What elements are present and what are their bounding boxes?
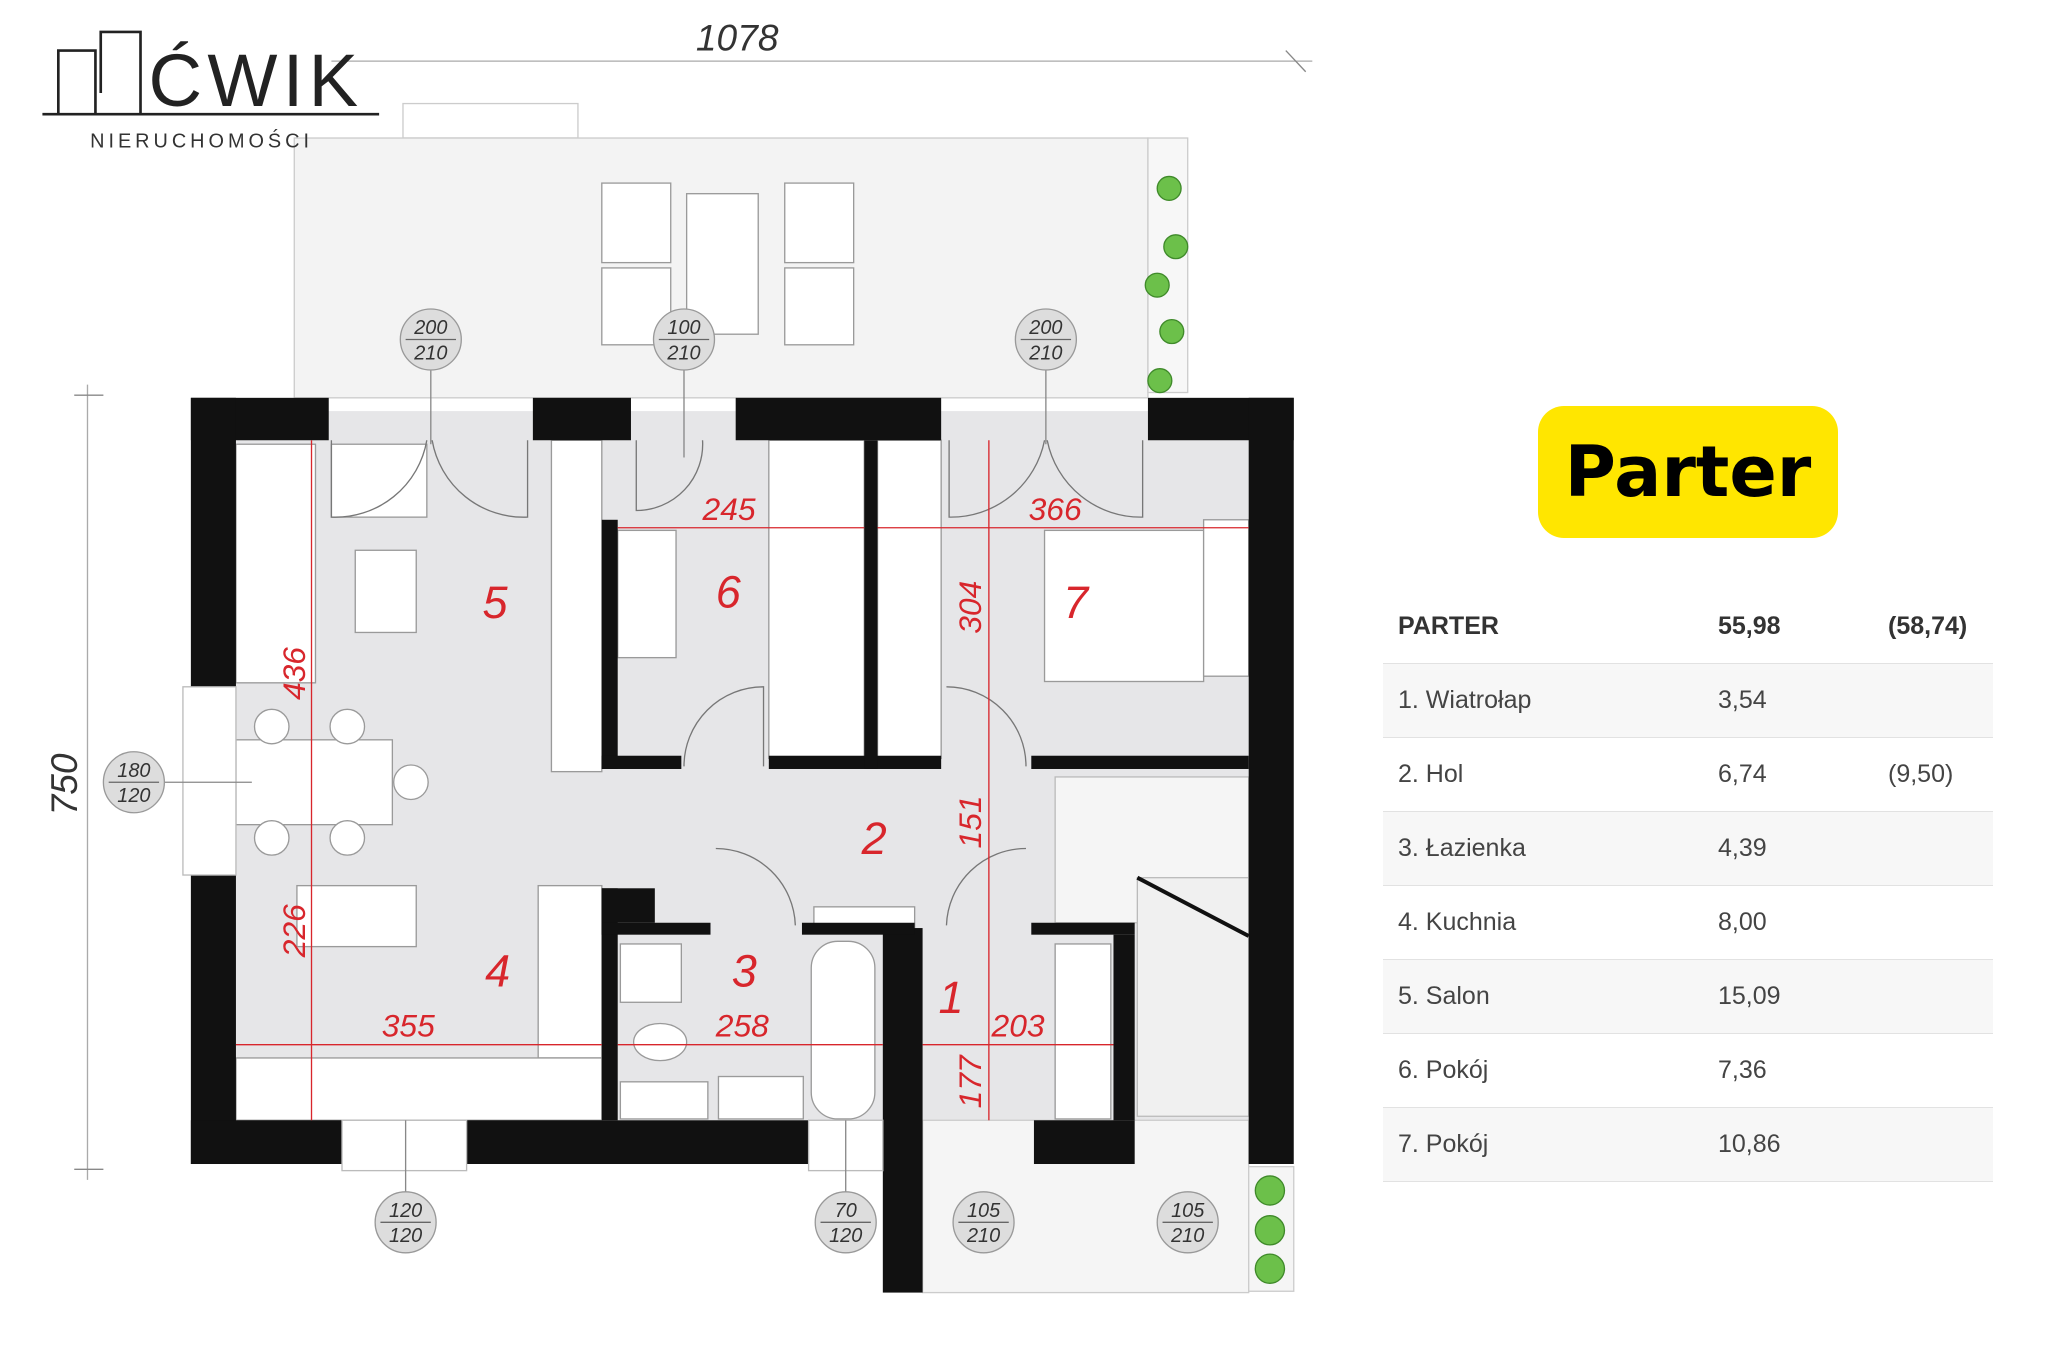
room-area: 7,36 bbox=[1703, 1033, 1873, 1108]
header-alt: (58,74) bbox=[1873, 590, 1993, 664]
svg-text:210: 210 bbox=[666, 342, 700, 364]
room-numbers: 1 2 3 4 5 6 7 bbox=[483, 566, 1091, 1023]
header-area: 55,98 bbox=[1703, 590, 1873, 664]
room-area-alt bbox=[1873, 811, 1993, 886]
dim-366: 366 bbox=[1029, 491, 1082, 527]
door-swings bbox=[330, 440, 1144, 926]
svg-text:70: 70 bbox=[835, 1200, 857, 1222]
dim-258: 258 bbox=[715, 1008, 769, 1044]
room-area: 15,09 bbox=[1703, 959, 1873, 1034]
dim-177: 177 bbox=[952, 1054, 988, 1108]
table-header-row: PARTER 55,98 (58,74) bbox=[1383, 590, 1993, 664]
room-3-label: 3 bbox=[732, 945, 757, 996]
room-area-alt bbox=[1873, 959, 1993, 1034]
room-name: 4. Kuchnia bbox=[1383, 885, 1703, 960]
room-area-alt bbox=[1873, 663, 1993, 738]
room-name: 2. Hol bbox=[1383, 737, 1703, 812]
svg-text:180: 180 bbox=[117, 760, 150, 782]
width-dimension: 1078 bbox=[696, 17, 779, 59]
room-6-label: 6 bbox=[716, 566, 742, 617]
room-name: 1. Wiatrołap bbox=[1383, 663, 1703, 738]
room-1-label: 1 bbox=[939, 972, 964, 1023]
room-area-alt bbox=[1873, 885, 1993, 960]
room-area-alt bbox=[1873, 1107, 1993, 1182]
logo-subtitle: NIERUCHOMOŚCI bbox=[90, 128, 313, 152]
room-area: 10,86 bbox=[1703, 1107, 1873, 1182]
svg-text:120: 120 bbox=[389, 1200, 422, 1222]
furniture bbox=[235, 439, 1250, 1121]
dim-436: 436 bbox=[276, 647, 312, 700]
dim-245: 245 bbox=[702, 491, 756, 527]
room-name: 6. Pokój bbox=[1383, 1033, 1703, 1108]
dim-226: 226 bbox=[276, 904, 312, 958]
dim-151: 151 bbox=[952, 795, 988, 848]
room-4-label: 4 bbox=[485, 945, 510, 996]
room-area: 8,00 bbox=[1703, 885, 1873, 960]
dimension-lines bbox=[235, 440, 1249, 1121]
room-name: 5. Salon bbox=[1383, 959, 1703, 1034]
room-area-alt bbox=[1873, 1033, 1993, 1108]
svg-text:210: 210 bbox=[1028, 342, 1062, 364]
svg-text:210: 210 bbox=[413, 342, 447, 364]
room-area: 4,39 bbox=[1703, 811, 1873, 886]
svg-text:100: 100 bbox=[667, 317, 700, 339]
room-area-alt: (9,50) bbox=[1873, 737, 1993, 812]
room-2-label: 2 bbox=[861, 813, 887, 864]
overall-dimensions: 1078 750 bbox=[43, 17, 1313, 1180]
svg-text:105: 105 bbox=[1171, 1200, 1205, 1222]
svg-text:200: 200 bbox=[1028, 317, 1062, 339]
svg-text:120: 120 bbox=[829, 1225, 862, 1247]
svg-text:120: 120 bbox=[117, 785, 150, 807]
room-7-label: 7 bbox=[1063, 577, 1090, 628]
dim-355: 355 bbox=[382, 1008, 435, 1044]
header-name: PARTER bbox=[1383, 590, 1703, 664]
room-name: 3. Łazienka bbox=[1383, 811, 1703, 886]
walls bbox=[190, 397, 1294, 1293]
svg-text:210: 210 bbox=[966, 1225, 1000, 1247]
floor-badge: Parter bbox=[1538, 406, 1838, 538]
room-area: 6,74 bbox=[1703, 737, 1873, 812]
dim-203: 203 bbox=[991, 1008, 1045, 1044]
room-name: 7. Pokój bbox=[1383, 1107, 1703, 1182]
dim-304: 304 bbox=[952, 581, 988, 634]
room-area: 3,54 bbox=[1703, 663, 1873, 738]
svg-text:210: 210 bbox=[1170, 1225, 1204, 1247]
logo: ĆWIK NIERUCHOMOŚCI bbox=[42, 30, 380, 152]
height-dimension: 750 bbox=[43, 753, 85, 815]
dimension-labels: 245 366 304 436 151 226 355 258 203 177 bbox=[276, 491, 1082, 1109]
svg-text:120: 120 bbox=[389, 1225, 422, 1247]
svg-text:105: 105 bbox=[967, 1200, 1001, 1222]
svg-text:200: 200 bbox=[413, 317, 447, 339]
room-5-label: 5 bbox=[483, 577, 509, 628]
logo-brand: ĆWIK bbox=[148, 39, 363, 122]
